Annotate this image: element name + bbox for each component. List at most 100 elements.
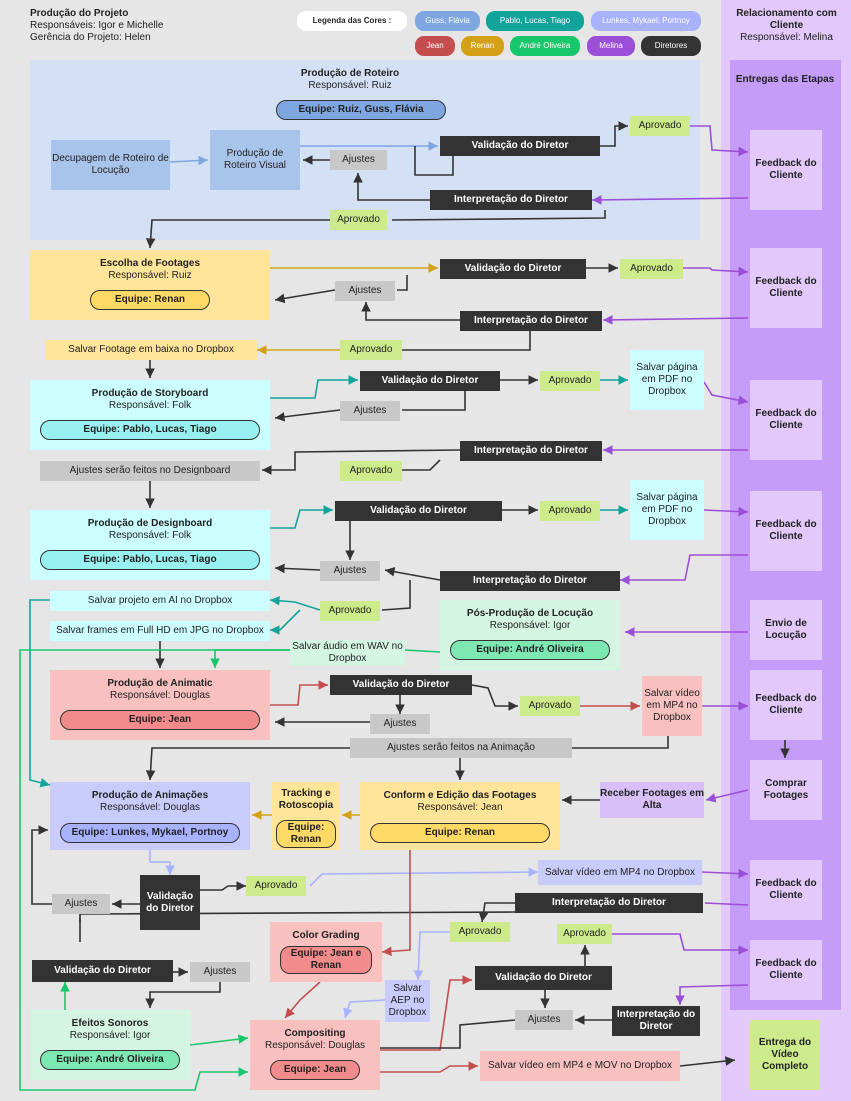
animatic-ajustes: Ajustes <box>370 714 430 734</box>
sonoros-ajustes: Ajustes <box>190 962 250 982</box>
conform-resp: Responsável: Jean <box>417 802 503 813</box>
designboard-aprovado-2: Aprovado <box>320 601 380 621</box>
designboard-resp: Responsável: Folk <box>108 530 192 541</box>
salvar-audio-wav: Salvar áudio em WAV no Dropbox <box>290 640 405 666</box>
conform-team: Equipe: Renan <box>370 823 550 843</box>
designboard-title: Produção de Designboard <box>87 518 213 529</box>
designboard-validacao: Validação do Diretor <box>335 501 502 521</box>
storyboard-ajustes: Ajustes <box>340 401 400 421</box>
animatic-team: Equipe: Jean <box>60 710 260 730</box>
roteiro-interpretacao: Interpretação do Diretor <box>430 190 592 210</box>
client-feedback-animatic: Feedback do Cliente <box>750 670 822 740</box>
footages-aprovado-1: Aprovado <box>620 259 683 279</box>
client-comprar-footages: Comprar Footages <box>750 760 822 820</box>
salvar-aep: Salvar AEP no Dropbox <box>385 980 430 1022</box>
animacoes-ajustes: Ajustes <box>52 894 110 914</box>
animacoes-aprovado: Aprovado <box>246 876 306 896</box>
decupagem-roteiro: Decupagem de Roteiro de Locução <box>51 140 170 190</box>
animacoes-resp: Responsável: Douglas <box>99 802 201 813</box>
tracking-title: Tracking e Rotoscopia <box>278 788 334 811</box>
storyboard-aprovado-1: Aprovado <box>540 371 600 391</box>
animatic-validacao: Validação do Diretor <box>330 675 472 695</box>
storyboard-title: Produção de Storyboard <box>91 388 209 399</box>
animatic-title: Produção de Animatic <box>107 678 213 689</box>
conform-title: Conform e Edição das Footages <box>383 790 537 801</box>
legend-item-jean: Jean <box>415 36 455 56</box>
color-title: Color Grading <box>292 930 360 941</box>
client-envio-locucao: Envio de Locução <box>750 600 822 660</box>
compositing-team: Equipe: Jean <box>270 1060 360 1080</box>
receber-footages-alta: Receber Footages em Alta <box>600 782 704 818</box>
legend-item-lunkes-mykael-portnoy: Lunkes, Mykael, Portnoy <box>591 11 701 31</box>
sonoros-resp: Responsável: Igor <box>69 1030 151 1041</box>
project-responsaveis: Responsáveis: Igor e Michelle <box>30 20 164 31</box>
legend-item-diretores: Diretores <box>641 36 701 56</box>
footages-team: Equipe: Renan <box>90 290 210 310</box>
storyboard-validacao: Validação do Diretor <box>360 371 500 391</box>
storyboard-aprovado-2: Aprovado <box>340 461 402 481</box>
animatic-resp: Responsável: Douglas <box>109 690 211 701</box>
sonoros-validacao: Validação do Diretor <box>32 960 173 982</box>
ajustes-designboard: Ajustes serão feitos no Designboard <box>40 461 260 481</box>
project-title: Produção do Projeto <box>30 8 129 19</box>
client-feedback-designboard: Feedback do Cliente <box>750 491 822 571</box>
roteiro-ajustes: Ajustes <box>330 150 387 170</box>
client-feedback-footages: Feedback do Cliente <box>750 248 822 328</box>
roteiro-resp: Responsável: Ruiz <box>308 80 392 91</box>
salvar-footage-baixa: Salvar Footage em baixa no Dropbox <box>45 340 257 360</box>
designboard-team: Equipe: Pablo, Lucas, Tiago <box>40 550 260 570</box>
compositing-ajustes: Ajustes <box>515 1010 573 1030</box>
storyboard-salvar-pdf: Salvar página em PDF no Dropbox <box>630 350 704 410</box>
sonoros-team: Equipe: André Oliveira <box>40 1050 180 1070</box>
locucao-team: Equipe: André Oliveira <box>450 640 610 660</box>
client-resp: Responsável: Melina <box>740 32 833 43</box>
legend-item-melina: Melina <box>587 36 635 56</box>
designboard-aprovado-1: Aprovado <box>540 501 600 521</box>
roteiro-team: Equipe: Ruiz, Guss, Flávia <box>276 100 446 120</box>
compositing-resp: Responsável: Douglas <box>264 1040 366 1051</box>
designboard-ajustes: Ajustes <box>320 561 380 581</box>
footages-interpretacao: Interpretação do Diretor <box>460 311 602 331</box>
footages-title: Escolha de Footages <box>99 258 201 269</box>
legend-item-guss-flavia: Guss, Flávia <box>415 11 480 31</box>
storyboard-resp: Responsável: Folk <box>108 400 192 411</box>
footages-ajustes: Ajustes <box>335 281 395 301</box>
client-feedback-storyboard: Feedback do Cliente <box>750 380 822 460</box>
client-feedback-compositing: Feedback do Cliente <box>750 940 822 1000</box>
ajustes-animacao: Ajustes serão feitos na Animação <box>350 738 572 758</box>
client-feedback-animacoes: Feedback do Cliente <box>750 860 822 920</box>
legend-item-andre-oliveira: André Oliveira <box>510 36 580 56</box>
tracking-team: Equipe: Renan <box>276 820 336 848</box>
compositing-interpretacao: Interpretação do Diretor <box>612 1006 700 1036</box>
storyboard-team: Equipe: Pablo, Lucas, Tiago <box>40 420 260 440</box>
animatic-aprovado: Aprovado <box>520 696 580 716</box>
sonoros-title: Efeitos Sonoros <box>71 1018 149 1029</box>
project-header: Produção do Projeto Responsáveis: Igor e… <box>30 8 230 44</box>
client-feedback-roteiro: Feedback do Cliente <box>750 130 822 210</box>
animacoes-validacao: Validação do Diretor <box>140 875 200 930</box>
roteiro-validacao: Validação do Diretor <box>440 136 600 156</box>
locucao-resp: Responsável: Igor <box>489 620 571 631</box>
animacoes-title: Produção de Animações <box>91 790 209 801</box>
roteiro-header: Produção de Roteiro Responsável: Ruiz <box>250 66 450 94</box>
compositing-aprovado: Aprovado <box>557 924 612 944</box>
designboard-salvar-pdf: Salvar página em PDF no Dropbox <box>630 480 704 540</box>
locucao-title: Pós-Produção de Locução <box>466 608 594 619</box>
designboard-interpretacao: Interpretação do Diretor <box>440 571 620 591</box>
animacoes-interpretacao: Interpretação do Diretor <box>515 893 703 913</box>
salvar-projeto-ai: Salvar projeto em AI no Dropbox <box>50 591 270 611</box>
legend-item-pablo-lucas-tiago: Pablo, Lucas, Tiago <box>486 11 584 31</box>
roteiro-aprovado-2: Aprovado <box>330 210 387 230</box>
animacoes-team: Equipe: Lunkes, Mykael, Portnoy <box>60 823 240 843</box>
footages-validacao: Validação do Diretor <box>440 259 586 279</box>
storyboard-interpretacao: Interpretação do Diretor <box>460 441 602 461</box>
animacoes-aprovado-2: Aprovado <box>450 922 510 942</box>
client-title: Relacionamento com Cliente <box>736 8 837 31</box>
compositing-validacao: Validação do Diretor <box>475 966 612 990</box>
roteiro-aprovado-1: Aprovado <box>630 116 690 136</box>
salvar-frames-jpg: Salvar frames em Full HD em JPG no Dropb… <box>50 621 270 641</box>
animatic-salvar-mp4: Salvar vídeo em MP4 no Dropbox <box>642 676 702 736</box>
salvar-video-final: Salvar vídeo em MP4 e MOV no Dropbox <box>480 1051 680 1081</box>
color-team: Equipe: Jean e Renan <box>280 946 372 974</box>
